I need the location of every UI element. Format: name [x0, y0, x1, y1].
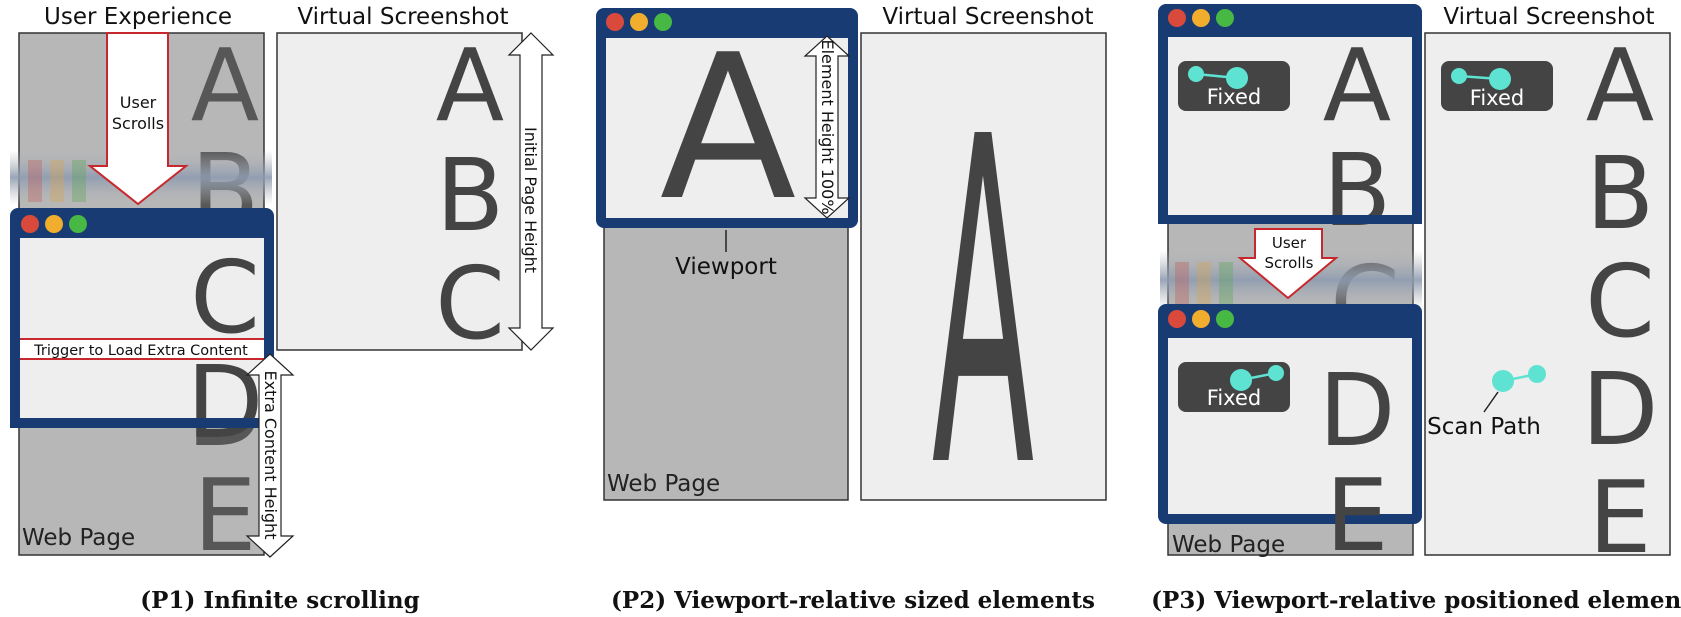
p3-user-scrolls-line2: Scrolls [1265, 254, 1314, 272]
p3-bottom-fixed-label: Fixed [1207, 386, 1261, 410]
p3-bottom-scan-dot-1 [1230, 369, 1252, 391]
p3-caption: (P3) Viewport-relative positioned elemen… [1151, 587, 1681, 614]
p3-blur-red [1175, 262, 1189, 304]
p2-web-page [603, 209, 849, 501]
p3-user-scrolls-line1: User [1272, 234, 1307, 252]
p1-extra-content-height-label: Extra Content Height [261, 371, 280, 540]
p3-scan-path-dot-1 [1492, 370, 1514, 392]
p1-initial-page-height-arrow [507, 32, 555, 351]
p3-top-letter-b: B [1323, 132, 1392, 249]
p1-window-minimize-dot [45, 215, 63, 233]
p3-shot-letter-e: E [1588, 459, 1651, 576]
p2-window-zoom-dot [654, 13, 672, 31]
p1-user-scrolls-line2: Scrolls [112, 114, 164, 133]
p2-virtual-screenshot [860, 32, 1107, 501]
p1-trigger-label: Trigger to Load Extra Content [33, 343, 248, 359]
p3-scan-path-leader [1483, 391, 1499, 413]
p3-web-page-label: Web Page [1172, 532, 1285, 558]
p1-page-letter-a: A [191, 27, 259, 144]
p3-bottom-scan-dot-2 [1268, 365, 1284, 381]
p1-window-zoom-dot [69, 215, 87, 233]
p2-window-minimize-dot [630, 13, 648, 31]
p1-shot-letter-b: B [436, 137, 505, 254]
p1-browser-viewport [20, 238, 264, 418]
p3-top-fixed-label: Fixed [1207, 85, 1261, 109]
p3-top-window-zoom-dot [1216, 9, 1234, 27]
p2-element-height-label: Element Height 100% [818, 39, 837, 214]
p1-blur-red [28, 160, 42, 202]
p3-bottom-window-close-dot [1168, 310, 1186, 328]
p2-caption: (P2) Viewport-relative sized elements [611, 587, 1095, 614]
p1-heading-virtual-screenshot: Virtual Screenshot [297, 4, 508, 30]
p3-bottom-letter-d: D [1318, 352, 1395, 469]
p3-top-window-bottom-frame [1158, 215, 1422, 224]
p2-web-page-label: Web Page [607, 471, 720, 497]
p3-user-scrolls-arrow [1237, 228, 1339, 300]
panel-p2: Web Page Viewport A Element Height 100% … [596, 4, 1107, 614]
p3-shot-letter-a: A [1586, 27, 1654, 144]
p1-browser-bottom-frame [10, 418, 274, 428]
p2-viewport-letter-a: A [660, 12, 797, 245]
p1-user-scrolls-line1: User [120, 93, 157, 112]
p1-shot-letter-c: C [435, 245, 505, 362]
p3-shot-fixed-label: Fixed [1470, 86, 1524, 110]
p3-scan-path-label: Scan Path [1427, 414, 1541, 440]
p1-trigger-band [20, 340, 264, 358]
p3-top-window-close-dot [1168, 9, 1186, 27]
p3-virtual-screenshot [1424, 32, 1671, 556]
p1-web-page-label: Web Page [22, 525, 135, 551]
p3-bottom-letter-e: E [1325, 457, 1388, 574]
p1-window-close-dot [21, 215, 39, 233]
p3-shot-letter-d: D [1581, 351, 1658, 468]
p3-bottom-window-minimize-dot [1192, 310, 1210, 328]
p1-viewport-letter-d: D [186, 344, 263, 461]
p2-stretched-letter-a: A [932, 44, 1035, 567]
p3-shot-scan-dot-top-2 [1489, 68, 1511, 90]
p2-browser-viewport [606, 38, 848, 218]
p2-heading-virtual-screenshot: Virtual Screenshot [882, 4, 1093, 30]
p1-heading-user-experience: User Experience [44, 4, 232, 30]
p3-top-window-minimize-dot [1192, 9, 1210, 27]
p1-blur-yellow [50, 160, 64, 202]
p1-viewport-letter-c: C [190, 239, 260, 356]
p1-initial-page-height-label: Initial Page Height [521, 127, 540, 273]
p1-virtual-screenshot [276, 32, 523, 351]
p3-shot-letter-c: C [1585, 243, 1655, 360]
panel-p1: User Experience Virtual Screenshot A B D… [10, 4, 555, 614]
p3-scan-path-dot-2 [1528, 365, 1546, 383]
p1-user-scrolls-arrow [87, 32, 189, 206]
p3-top-letter-a: A [1323, 27, 1391, 144]
p2-window-close-dot [606, 13, 624, 31]
p1-extra-content-height-arrow [245, 353, 295, 558]
p3-blur-yellow [1197, 262, 1211, 304]
p3-bottom-window-zoom-dot [1216, 310, 1234, 328]
p3-heading-virtual-screenshot: Virtual Screenshot [1443, 4, 1654, 30]
p1-caption: (P1) Infinite scrolling [140, 587, 419, 614]
panel-p3: C Web Page A B Fixed User Scrolls D E [1151, 4, 1681, 614]
p3-blur-green [1219, 262, 1233, 304]
p3-top-scan-dot-1 [1188, 66, 1204, 82]
p1-blur-green [72, 160, 86, 202]
p2-element-height-arrow [803, 35, 851, 219]
p1-shot-letter-a: A [436, 27, 504, 144]
p3-shot-letter-b: B [1586, 135, 1655, 252]
p3-top-scan-dot-2 [1226, 67, 1248, 89]
p2-viewport-label: Viewport [675, 254, 777, 280]
p3-shot-scan-dot-top-1 [1451, 68, 1467, 84]
p1-page-letter-e: E [193, 457, 256, 574]
